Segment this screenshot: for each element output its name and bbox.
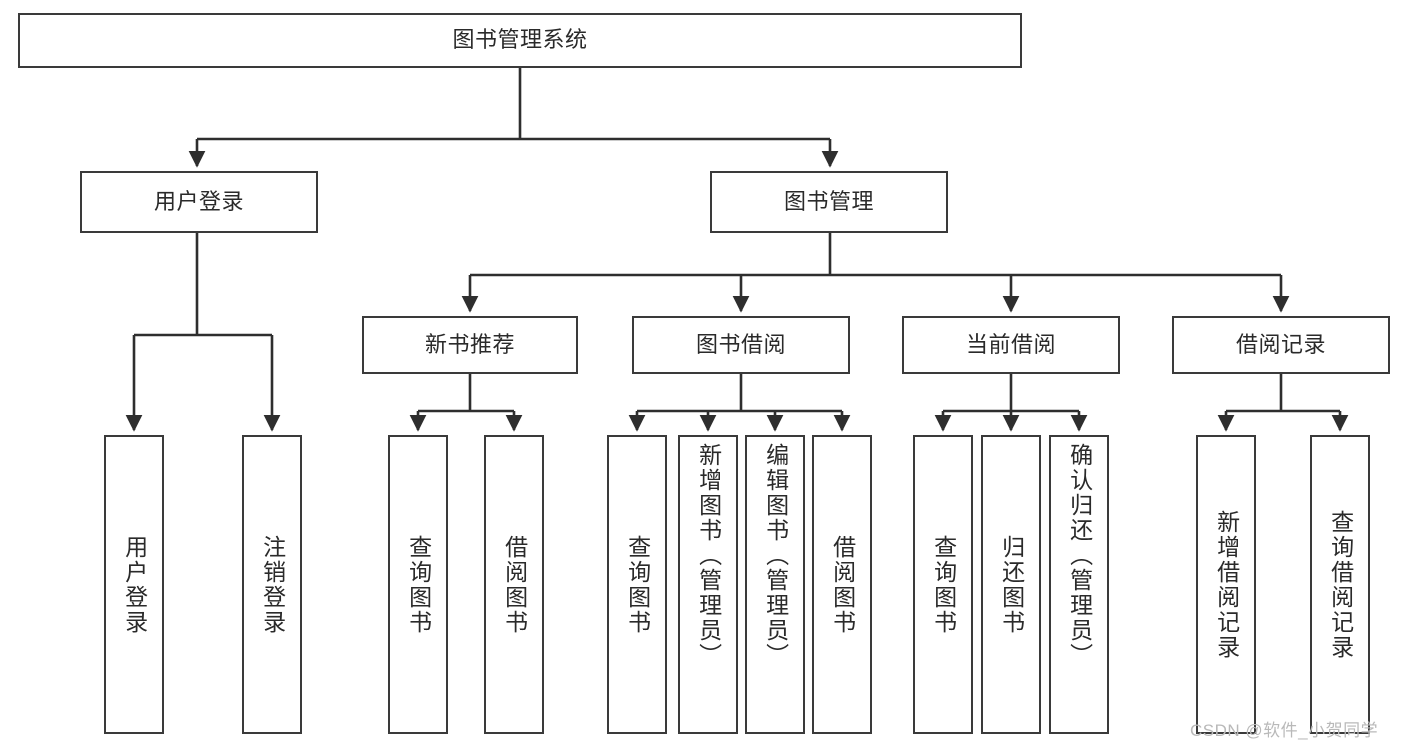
node-new-book-recommendation[interactable]: 新书推荐 bbox=[362, 316, 578, 374]
node-book-management-label: 图书管理 bbox=[783, 188, 874, 214]
node-borrow-record[interactable]: 借阅记录 bbox=[1172, 316, 1390, 374]
leaf-node-label: 确认归还（管理员） bbox=[1066, 443, 1093, 668]
leaf-node-label: 新增图书（管理员） bbox=[695, 443, 722, 668]
leaf-node[interactable]: 注销登录 bbox=[242, 435, 302, 734]
leaf-node-label: 编辑图书（管理员） bbox=[762, 443, 789, 668]
leaf-node-label: 新增借阅记录 bbox=[1213, 509, 1240, 660]
node-root[interactable]: 图书管理系统 bbox=[18, 13, 1022, 68]
leaf-node-label: 查询图书 bbox=[930, 534, 957, 635]
leaf-node[interactable]: 查询图书 bbox=[388, 435, 448, 734]
leaf-node[interactable]: 新增图书（管理员） bbox=[678, 435, 738, 734]
leaf-node[interactable]: 查询借阅记录 bbox=[1310, 435, 1370, 734]
leaf-node[interactable]: 查询图书 bbox=[913, 435, 973, 734]
leaf-node[interactable]: 查询图书 bbox=[607, 435, 667, 734]
node-current-borrow[interactable]: 当前借阅 bbox=[902, 316, 1120, 374]
leaf-node-label: 归还图书 bbox=[998, 534, 1025, 635]
node-user-login[interactable]: 用户登录 bbox=[80, 171, 318, 233]
node-book-management[interactable]: 图书管理 bbox=[710, 171, 948, 233]
leaf-node-label: 借阅图书 bbox=[829, 534, 856, 635]
node-book-borrow-label: 图书借阅 bbox=[695, 331, 786, 357]
leaf-node[interactable]: 确认归还（管理员） bbox=[1049, 435, 1109, 734]
leaf-node[interactable]: 用户登录 bbox=[104, 435, 164, 734]
leaf-node-label: 查询借阅记录 bbox=[1327, 509, 1354, 660]
leaf-node[interactable]: 新增借阅记录 bbox=[1196, 435, 1256, 734]
node-new-book-recommendation-label: 新书推荐 bbox=[424, 331, 515, 357]
leaf-node[interactable]: 编辑图书（管理员） bbox=[745, 435, 805, 734]
node-borrow-record-label: 借阅记录 bbox=[1235, 331, 1326, 357]
node-book-borrow[interactable]: 图书借阅 bbox=[632, 316, 850, 374]
node-current-borrow-label: 当前借阅 bbox=[965, 331, 1056, 357]
leaf-node-label: 查询图书 bbox=[405, 534, 432, 635]
leaf-node[interactable]: 借阅图书 bbox=[484, 435, 544, 734]
node-user-login-label: 用户登录 bbox=[153, 188, 244, 214]
csdn-watermark: CSDN @软件_小贺同学 bbox=[1190, 721, 1379, 740]
leaf-node-label: 用户登录 bbox=[121, 534, 148, 635]
leaf-node-label: 查询图书 bbox=[624, 534, 651, 635]
leaf-node-label: 借阅图书 bbox=[501, 534, 528, 635]
node-root-label: 图书管理系统 bbox=[452, 27, 588, 53]
leaf-node[interactable]: 借阅图书 bbox=[812, 435, 872, 734]
leaf-node-label: 注销登录 bbox=[259, 534, 286, 635]
leaf-node[interactable]: 归还图书 bbox=[981, 435, 1041, 734]
